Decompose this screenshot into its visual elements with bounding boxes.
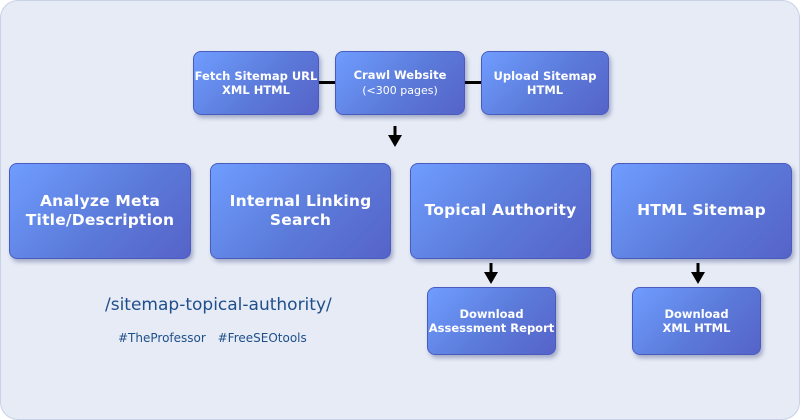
html-sitemap-node: HTML Sitemap [611,163,792,259]
internal-linking-line2: Search [269,211,332,229]
download-assessment-line1: Download [459,306,524,321]
connector-crawl-upload [465,81,481,84]
hashtag-professor: #TheProfessor [118,331,206,345]
internal-linking-node: Internal Linking Search [210,163,391,259]
crawl-website-node: Crawl Website (<300 pages) [335,51,465,115]
topical-authority-title: Topical Authority [424,201,577,220]
arrow-down-topical [483,263,499,285]
analyze-meta-node: Analyze Meta Title/Description [9,163,191,259]
topical-authority-node: Topical Authority [410,163,591,259]
download-xml-html-line2: XML HTML [662,321,731,335]
internal-linking-line1: Internal Linking [229,191,372,210]
fetch-sitemap-node: Fetch Sitemap URL XML HTML [193,51,319,115]
crawl-website-title: Crawl Website [353,67,447,82]
upload-sitemap-title: Upload Sitemap [493,68,597,83]
analyze-meta-line2: Title/Description [25,211,175,229]
upload-sitemap-node: Upload Sitemap HTML [481,51,609,115]
fetch-sitemap-title: Fetch Sitemap URL [194,68,318,83]
download-assessment-line2: Assessment Report [428,321,555,335]
url-slug: /sitemap-topical-authority/ [105,295,332,315]
download-assessment-node: Download Assessment Report [427,287,556,355]
hashtag-free-seo-tools: #FreeSEOtools [217,331,307,345]
arrow-down-html-sitemap [690,263,706,285]
analyze-meta-line1: Analyze Meta [39,191,161,210]
html-sitemap-title: HTML Sitemap [637,201,766,220]
arrow-down-crawl [387,126,403,148]
crawl-website-limit: (<300 pages) [362,84,438,98]
upload-sitemap-format: HTML [526,83,564,97]
hashtag-list: #TheProfessor #FreeSEOtools [118,331,315,345]
download-xml-html-node: Download XML HTML [632,287,761,355]
download-xml-html-line1: Download [664,306,729,321]
connector-fetch-crawl [319,81,335,84]
fetch-sitemap-formats: XML HTML [222,83,290,97]
